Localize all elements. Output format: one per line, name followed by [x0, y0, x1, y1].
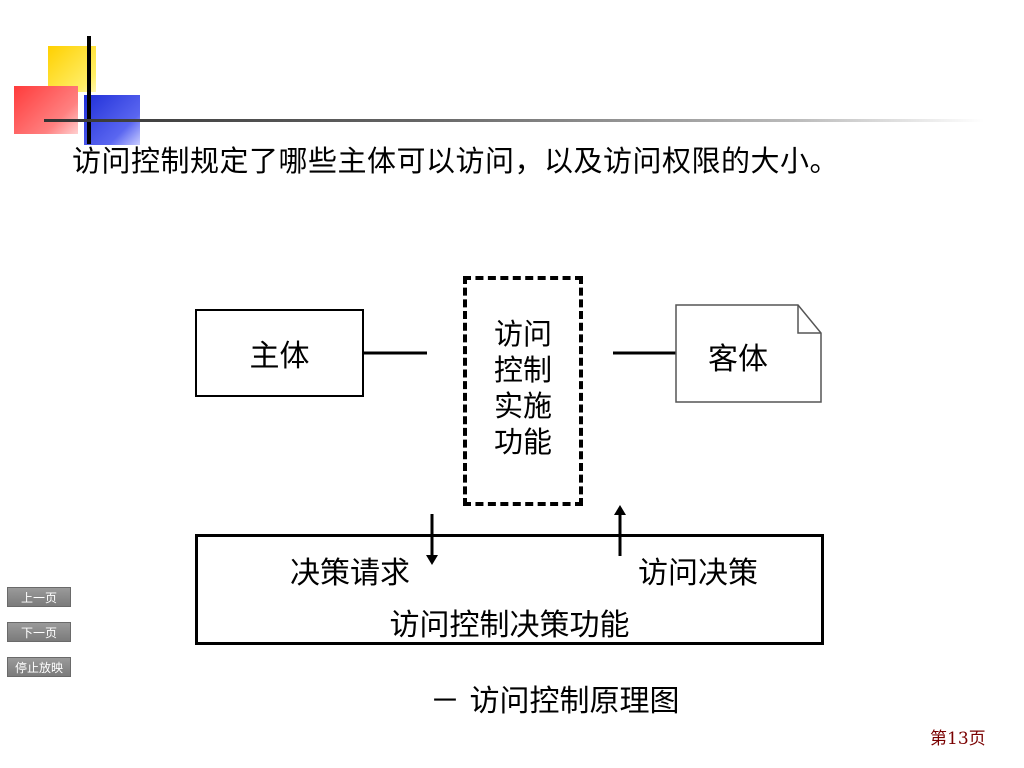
previous-page-button[interactable]: 上一页: [7, 587, 71, 607]
next-page-button[interactable]: 下一页: [7, 622, 71, 642]
object-label: 客体: [708, 342, 768, 377]
stop-slideshow-button[interactable]: 停止放映: [7, 657, 71, 677]
object-document-shape: [675, 304, 822, 403]
diagram-caption: － 访问控制原理图: [430, 684, 680, 719]
decision-function-box: [195, 534, 824, 645]
enforcement-function-label: 访问 控制 实施 功能: [493, 317, 552, 459]
decision-request-label: 决策请求: [290, 556, 410, 591]
title-underline: [44, 119, 984, 122]
decision-function-label: 访问控制决策功能: [389, 608, 630, 643]
decorative-red-square: [14, 86, 78, 134]
decision-response-label: 访问决策: [638, 556, 758, 591]
slide-title: 访问控制规定了哪些主体可以访问，以及访问权限的大小。: [72, 144, 840, 178]
subject-label: 主体: [249, 339, 310, 374]
page-number: 第13页: [930, 729, 986, 749]
enforcement-function-box: [463, 276, 583, 506]
subject-box: [195, 309, 364, 397]
decorative-vertical-line: [87, 36, 91, 144]
